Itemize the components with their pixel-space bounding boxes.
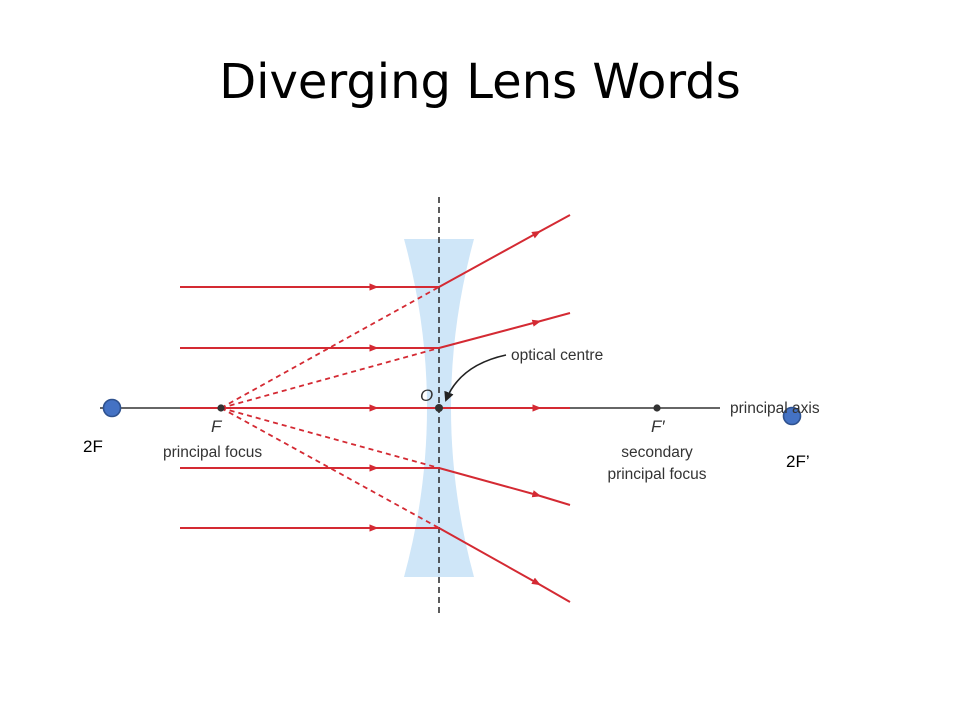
incident-rays: [180, 283, 439, 532]
virtual-ray-4: [220, 407, 440, 529]
virtual-ray-2: [220, 347, 440, 409]
refracted-ray-1: [438, 214, 571, 288]
two-f-label: 2F: [83, 437, 103, 456]
optical-centre-pointer-arrow: [444, 354, 507, 402]
refracted-ray-5: [438, 527, 571, 603]
optical-centre-label: optical centre: [511, 347, 603, 364]
refracted-rays: [438, 214, 571, 603]
secondary-focus-dot: [653, 404, 661, 412]
refracted-ray-2: [438, 312, 571, 349]
slide-title: Diverging Lens Words: [219, 54, 741, 110]
two-f-prime-marker: [782, 406, 802, 426]
refracted-ray-4: [438, 467, 571, 506]
optical-centre-dot: [435, 404, 443, 412]
virtual-ray-1: [220, 286, 440, 409]
secondary-focus-f-prime-label: F′: [651, 417, 665, 436]
principal-focus-label: principal focus: [163, 444, 262, 461]
two-f-marker: [102, 398, 122, 418]
optical-centre-o-label: O: [420, 386, 433, 405]
principal-focus-f-label: F: [211, 417, 223, 436]
secondary-principal-focus-label: principal focus: [607, 466, 706, 483]
virtual-ray-3: [220, 407, 440, 469]
principal-axis-label: principal axis: [730, 400, 820, 417]
two-f-prime-label: 2F’: [786, 452, 810, 471]
principal-focus-dot: [217, 404, 225, 412]
virtual-rays: [220, 286, 440, 529]
secondary-label: secondary: [621, 444, 693, 461]
